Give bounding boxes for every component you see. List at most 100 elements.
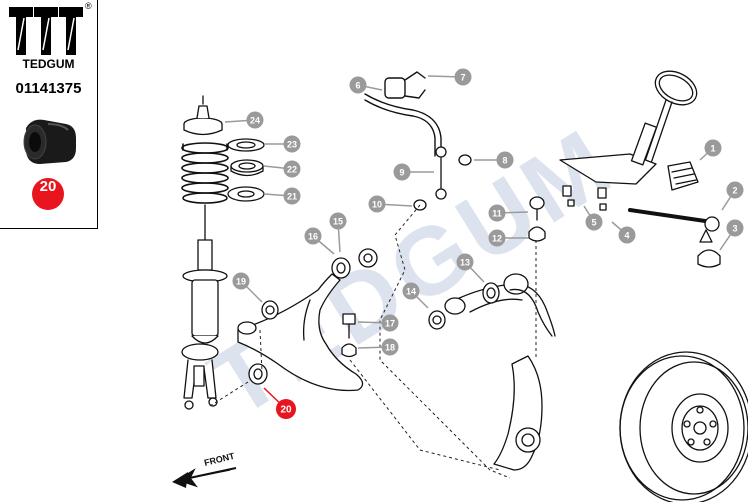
bushing-13 (482, 282, 500, 304)
callout-number-12: 12 (492, 234, 502, 244)
spring-seat-23 (227, 138, 265, 152)
callout-4: 4 (611, 221, 636, 244)
bearing-22 (230, 159, 264, 177)
bushing-15 (331, 257, 351, 279)
steering-column (559, 70, 698, 185)
front-direction-arrow: FRONT (172, 451, 237, 488)
callout-circle-8 (496, 151, 514, 169)
callout-22: 22 (263, 160, 301, 178)
callout-number-17: 17 (385, 319, 395, 329)
callout-circle-19 (232, 272, 250, 290)
callout-circle-14 (402, 282, 420, 300)
callout-circle-13 (456, 253, 474, 271)
callout-circle-24 (246, 111, 264, 129)
callout-number-16: 16 (308, 232, 318, 242)
callout-circle-7 (454, 68, 472, 86)
callout-number-4: 4 (624, 231, 629, 241)
part-number: 01141375 (15, 80, 82, 97)
callout-19: 19 (232, 272, 263, 303)
callout-number-9: 9 (399, 168, 404, 178)
callout-circle-11 (488, 204, 506, 222)
callout-7: 7 (427, 68, 472, 86)
callout-circle-21 (283, 187, 301, 205)
callout-circle-9 (393, 163, 411, 181)
callout-number-2: 2 (732, 186, 737, 196)
callout-number-19: 19 (236, 277, 246, 287)
callout-circle-15 (329, 212, 347, 230)
callout-number-23: 23 (287, 140, 297, 150)
callout-24: 24 (224, 111, 264, 129)
callout-number-6: 6 (355, 81, 360, 91)
callout-circle-22 (283, 160, 301, 178)
product-info-panel: ® TEDGUM 01141375 20 (0, 0, 98, 229)
callout-circle-3 (726, 219, 744, 237)
callout-18: 18 (357, 338, 399, 356)
bushing-19 (261, 300, 279, 320)
callout-circle-1 (704, 139, 722, 157)
tie-rod (628, 208, 721, 268)
callout-1: 1 (699, 139, 722, 161)
callout-9: 9 (393, 163, 434, 181)
callout-circle-2 (726, 181, 744, 199)
front-label: FRONT (203, 451, 236, 468)
callout-circle-16 (304, 227, 322, 245)
coil-spring (181, 142, 229, 204)
stabilizer-link (413, 146, 472, 211)
callout-number-15: 15 (333, 217, 343, 227)
callout-5: 5 (583, 205, 603, 231)
callout-circle-4 (618, 226, 636, 244)
registered-mark: ® (85, 1, 92, 11)
callout-number-22: 22 (287, 165, 297, 175)
brake-drum (619, 351, 748, 502)
callout-number-7: 7 (460, 73, 465, 83)
shock-absorber (181, 239, 228, 410)
callout-14: 14 (402, 282, 429, 309)
brand-name: TEDGUM (22, 57, 75, 71)
callout-number-11: 11 (492, 209, 502, 219)
callout-12: 12 (488, 229, 528, 247)
callout-13: 13 (456, 253, 485, 283)
callout-11: 11 (488, 204, 529, 222)
brand-logo (9, 7, 83, 55)
callout-circle-5 (585, 213, 603, 231)
position-badge: 20 (32, 178, 64, 210)
upper-control-arm (444, 273, 556, 337)
callout-6: 6 (349, 76, 383, 94)
callout-15: 15 (329, 212, 347, 253)
callout-circle-23 (283, 135, 301, 153)
callout-number-10: 10 (372, 200, 382, 210)
bushing-16 (358, 248, 378, 268)
bushing-20-highlighted (248, 363, 268, 385)
callout-2: 2 (721, 181, 744, 211)
callout-circle-12 (488, 229, 506, 247)
strut-top-mount (183, 95, 223, 136)
callout-16: 16 (304, 227, 335, 255)
callout-circle-18 (381, 338, 399, 356)
callout-21: 21 (263, 187, 301, 205)
callout-number-8: 8 (502, 156, 507, 166)
bushing-photo (23, 119, 76, 164)
callout-number-5: 5 (591, 218, 596, 228)
callout-number-24: 24 (250, 116, 260, 126)
callout-17: 17 (357, 314, 399, 332)
callout-20: 20 (263, 387, 296, 419)
tie-rod-boot (667, 161, 699, 191)
callout-number-3: 3 (732, 224, 737, 234)
lower-control-arm (237, 273, 364, 392)
callout-number-21: 21 (287, 192, 297, 202)
callout-number-13: 13 (460, 258, 470, 268)
ball-joint-11 (528, 196, 546, 242)
callout-number-1: 1 (710, 144, 715, 154)
watermark: TEDGUM (193, 107, 633, 437)
callout-number-18: 18 (385, 343, 395, 353)
callout-number-20: 20 (280, 405, 292, 416)
callout-circle-10 (368, 195, 386, 213)
spring-seat-21 (227, 186, 265, 202)
steering-knuckle (493, 355, 543, 471)
callout-circle-6 (349, 76, 367, 94)
stabilizer-bar (364, 71, 442, 157)
callout-3: 3 (719, 219, 744, 251)
callout-number-14: 14 (406, 287, 416, 297)
